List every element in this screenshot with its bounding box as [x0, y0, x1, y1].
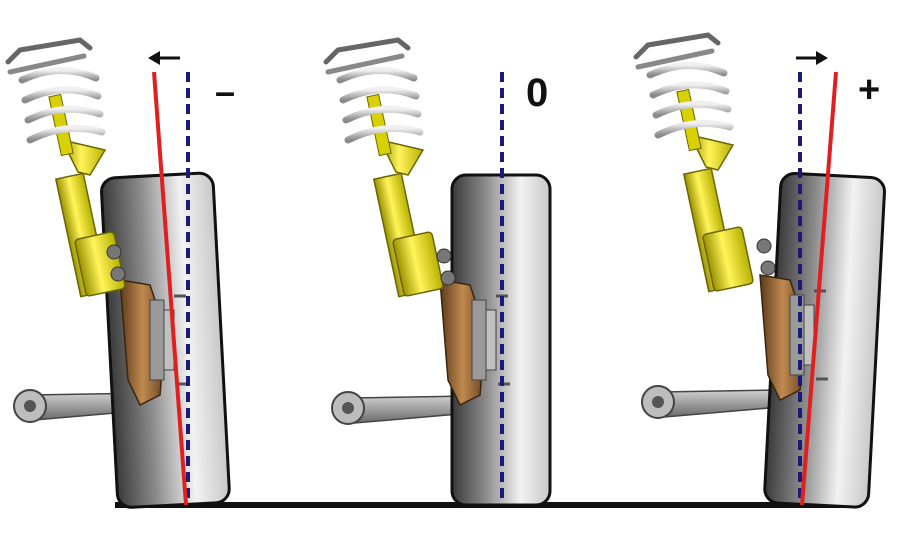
panel-positive: + — [633, 32, 886, 509]
steering-knuckle — [119, 279, 188, 407]
camber-label-positive: + — [858, 69, 880, 111]
panel-zero: 0 — [323, 37, 552, 507]
strut — [676, 88, 776, 293]
control-arm — [641, 385, 781, 419]
control-arm — [331, 391, 471, 425]
camber-line — [152, 71, 188, 506]
coil-spring — [5, 37, 106, 144]
left-arrow-icon — [148, 51, 180, 65]
coil-spring — [633, 32, 734, 139]
panel-negative: – — [5, 37, 235, 509]
right-arrow-icon — [796, 51, 828, 65]
camber-label-zero: 0 — [526, 71, 548, 115]
steering-knuckle — [439, 279, 510, 407]
strut — [366, 93, 456, 298]
camber-label-negative: – — [215, 71, 235, 112]
coil-spring — [323, 37, 424, 144]
strut — [48, 93, 126, 298]
camber-line — [800, 71, 838, 506]
